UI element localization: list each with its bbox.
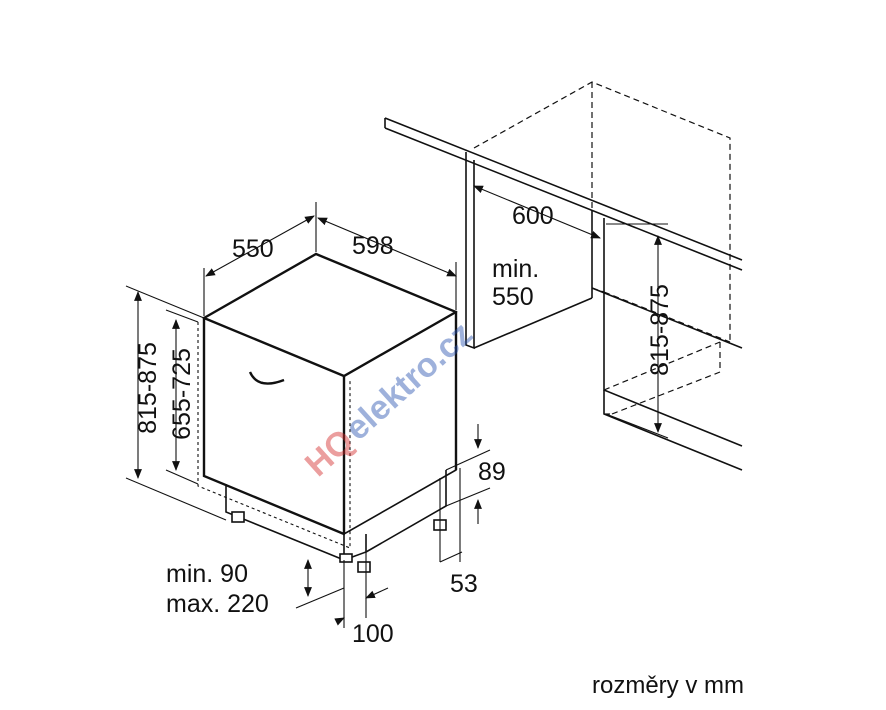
niche-min-depth-label-1: min. (492, 255, 539, 283)
niche-width-label: 600 (512, 202, 554, 230)
plinth-bottom-label: 53 (450, 570, 478, 598)
foot-height-label-2: max. 220 (166, 590, 269, 618)
width-label: 598 (352, 232, 394, 260)
dishwasher-dimensions (125, 202, 491, 628)
plinth-top-label: 89 (478, 458, 506, 486)
height-outer-label: 815-875 (134, 342, 162, 434)
foot-height-label-1: min. 90 (166, 560, 248, 588)
niche-dimensions (473, 185, 669, 439)
niche-min-depth-label-2: 550 (492, 283, 534, 311)
height-door-label: 655-725 (168, 348, 196, 440)
depth-label: 550 (232, 235, 274, 263)
foot-setback-label: 100 (352, 620, 394, 648)
dimension-labels: 550 598 600 min. 550 815-875 655-725 815… (134, 202, 674, 648)
niche-height-label: 815-875 (646, 284, 674, 376)
units-caption: rozměry v mm (592, 672, 744, 699)
dishwasher-body (197, 252, 458, 573)
door-handle (248, 371, 285, 385)
